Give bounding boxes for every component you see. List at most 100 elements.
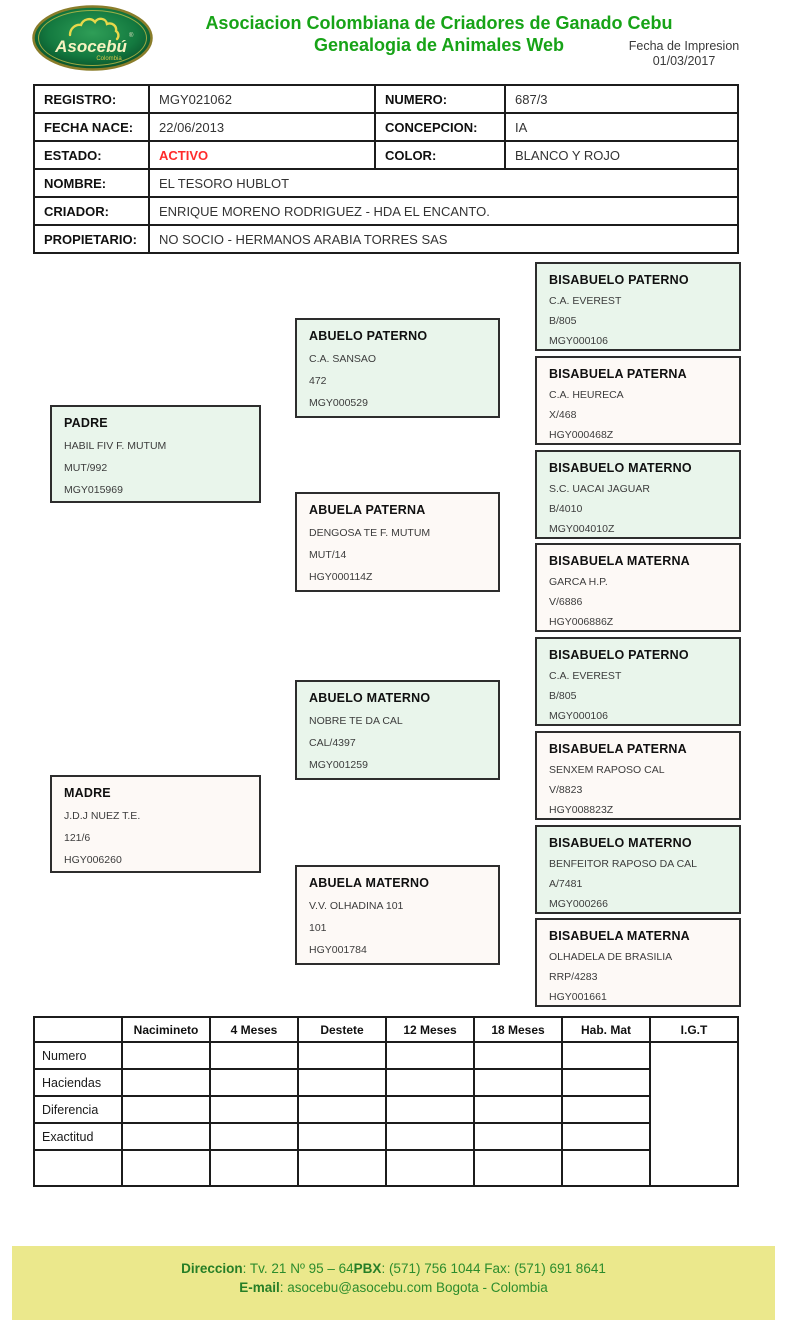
stats-cell <box>385 1149 475 1187</box>
box-title: ABUELO MATERNO <box>309 691 431 705</box>
animal-registry: HGY001661 <box>549 991 607 1003</box>
stats-row-label-diferencia: Diferencia <box>33 1095 123 1124</box>
animal-number: CAL/4397 <box>309 737 356 749</box>
pedigree-box-padre: PADRE HABIL FIV F. MUTUM MUT/992 MGY0159… <box>50 405 261 503</box>
pedigree-box-bisabuelo-materno-2: BISABUELO MATERNO BENFEITOR RAPOSO DA CA… <box>535 825 741 914</box>
animal-name: NOBRE TE DA CAL <box>309 715 403 727</box>
animal-registry: HGY000468Z <box>549 429 614 441</box>
asocebu-logo-icon: Asocebú ® Colombia <box>32 5 153 71</box>
pedigree-box-bisabuela-paterna-1: BISABUELA PATERNA C.A. HEURECA X/468 HGY… <box>535 356 741 445</box>
stats-cell <box>121 1122 211 1151</box>
animal-name: S.C. UACAI JAGUAR <box>549 483 650 495</box>
cebu-cow-icon <box>68 17 120 41</box>
propietario-label: PROPIETARIO: <box>33 224 150 254</box>
fecha-nace-label: FECHA NACE: <box>33 112 150 142</box>
animal-registry: MGY001259 <box>309 759 368 771</box>
animal-number: V/6886 <box>549 596 583 608</box>
stats-igt-merged-cell <box>649 1041 739 1187</box>
pedigree-box-abuela-paterna: ABUELA PATERNA DENGOSA TE F. MUTUM MUT/1… <box>295 492 500 592</box>
criador-label: CRIADOR: <box>33 196 150 226</box>
concepcion-label: CONCEPCION: <box>374 112 506 142</box>
stats-cell <box>297 1095 387 1124</box>
animal-registry: HGY006260 <box>64 854 122 866</box>
registro-label: REGISTRO: <box>33 84 150 114</box>
box-title: BISABUELA PATERNA <box>549 742 687 756</box>
fecha-nace-value: 22/06/2013 <box>148 112 376 142</box>
stats-cell <box>473 1095 563 1124</box>
box-title: PADRE <box>64 416 108 430</box>
numero-value: 687/3 <box>504 84 739 114</box>
stats-cell <box>209 1068 299 1097</box>
pbx-label: PBX <box>353 1261 382 1276</box>
stats-cell <box>473 1068 563 1097</box>
animal-name: HABIL FIV F. MUTUM <box>64 440 167 452</box>
address-text: : Tv. 21 Nº 95 – 64 <box>242 1261 354 1276</box>
stats-cell <box>209 1041 299 1070</box>
animal-number: V/8823 <box>549 784 583 796</box>
animal-number: 472 <box>309 375 327 387</box>
stats-cell <box>385 1122 475 1151</box>
stats-cell <box>121 1041 211 1070</box>
registro-value: MGY021062 <box>148 84 376 114</box>
animal-number: 121/6 <box>64 832 91 844</box>
animal-name: C.A. EVEREST <box>549 670 622 682</box>
pedigree-box-bisabuela-materna-2: BISABUELA MATERNA OLHADELA DE BRASILIA R… <box>535 918 741 1007</box>
stats-cell <box>385 1068 475 1097</box>
animal-registry: MGY015969 <box>64 484 123 496</box>
propietario-value: NO SOCIO - HERMANOS ARABIA TORRES SAS <box>148 224 739 254</box>
estado-label: ESTADO: <box>33 140 150 170</box>
stats-header-hab-mat: Hab. Mat <box>561 1016 651 1043</box>
stats-cell <box>561 1041 651 1070</box>
stats-row-label-exactitud: Exactitud <box>33 1122 123 1151</box>
email-label: E-mail <box>239 1280 280 1295</box>
color-label: COLOR: <box>374 140 506 170</box>
stats-cell <box>297 1149 387 1187</box>
header-title-block: Asociacion Colombiana de Criadores de Ga… <box>150 12 728 56</box>
stats-table: Nacimineto 4 Meses Destete 12 Meses 18 M… <box>33 1016 739 1187</box>
animal-name: J.D.J NUEZ T.E. <box>64 810 141 822</box>
pedigree-box-abuelo-materno: ABUELO MATERNO NOBRE TE DA CAL CAL/4397 … <box>295 680 500 780</box>
animal-number: A/7481 <box>549 878 583 890</box>
stats-cell <box>473 1149 563 1187</box>
criador-value: ENRIQUE MORENO RODRIGUEZ - HDA EL ENCANT… <box>148 196 739 226</box>
animal-name: C.A. EVEREST <box>549 295 622 307</box>
nombre-label: NOMBRE: <box>33 168 150 198</box>
box-title: ABUELA MATERNO <box>309 876 430 890</box>
registered-mark-icon: ® <box>129 32 134 39</box>
animal-number: B/805 <box>549 690 577 702</box>
animal-number: 101 <box>309 922 327 934</box>
logo-country-label: Colombia <box>96 56 122 62</box>
stats-cell <box>297 1041 387 1070</box>
org-title: Asociacion Colombiana de Criadores de Ga… <box>205 13 673 33</box>
pedigree-box-abuela-materna: ABUELA MATERNO V.V. OLHADINA 101 101 HGY… <box>295 865 500 965</box>
animal-name: SENXEM RAPOSO CAL <box>549 764 665 776</box>
pedigree-box-madre: MADRE J.D.J NUEZ T.E. 121/6 HGY006260 <box>50 775 261 873</box>
footer-email-line: E-mail: asocebu@asocebu.com Bogota - Col… <box>12 1278 775 1297</box>
animal-number: B/805 <box>549 315 577 327</box>
pedigree-box-bisabuelo-paterno-2: BISABUELO PATERNO C.A. EVEREST B/805 MGY… <box>535 637 741 726</box>
animal-name: GARCA H.P. <box>549 576 608 588</box>
stats-cell <box>385 1095 475 1124</box>
email-text: : asocebu@asocebu.com Bogota - Colombia <box>279 1280 548 1295</box>
stats-header-destete: Destete <box>297 1016 387 1043</box>
animal-name: BENFEITOR RAPOSO DA CAL <box>549 858 698 870</box>
animal-registry: HGY000114Z <box>309 571 373 583</box>
pedigree-box-bisabuela-materna-1: BISABUELA MATERNA GARCA H.P. V/6886 HGY0… <box>535 543 741 632</box>
address-label: Direccion <box>181 1261 243 1276</box>
stats-cell <box>121 1068 211 1097</box>
box-title: BISABUELA PATERNA <box>549 367 687 381</box>
stats-cell <box>385 1041 475 1070</box>
page-title: Genealogia de Animales Web <box>313 35 565 55</box>
animal-registry: MGY000106 <box>549 335 608 347</box>
print-date-block: Fecha de Impresion 01/03/2017 <box>609 39 759 69</box>
animal-registry: MGY000106 <box>549 710 608 722</box>
box-title: BISABUELO PATERNO <box>549 648 689 662</box>
box-title: MADRE <box>64 786 111 800</box>
stats-cell <box>121 1095 211 1124</box>
animal-info-table: REGISTRO: MGY021062 NUMERO: 687/3 FECHA … <box>33 84 739 254</box>
stats-row-label-haciendas: Haciendas <box>33 1068 123 1097</box>
print-date-value: 01/03/2017 <box>652 54 716 68</box>
stats-cell <box>121 1149 211 1187</box>
animal-registry: MGY004010Z <box>549 523 615 535</box>
